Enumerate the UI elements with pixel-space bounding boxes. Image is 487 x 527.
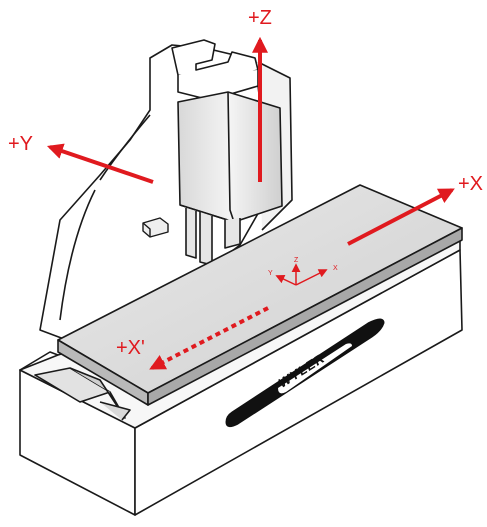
origin-x-label: X (333, 265, 338, 272)
z-axis-label: +Z (248, 7, 272, 29)
spindle-head (177, 91, 283, 266)
base-slot (225, 318, 385, 428)
x-axis-arrow (347, 188, 455, 246)
origin-y-label: Y (268, 270, 273, 277)
column-bracket (142, 217, 169, 238)
x-axis-label: +X (458, 173, 483, 195)
origin-triad (275, 263, 328, 286)
x-prime-axis-arrow (149, 306, 269, 370)
y-axis-arrow (46, 143, 154, 184)
x-prime-axis-label: +X' (116, 337, 145, 359)
origin-z-label: Z (294, 257, 299, 264)
y-axis-label: +Y (8, 133, 33, 155)
